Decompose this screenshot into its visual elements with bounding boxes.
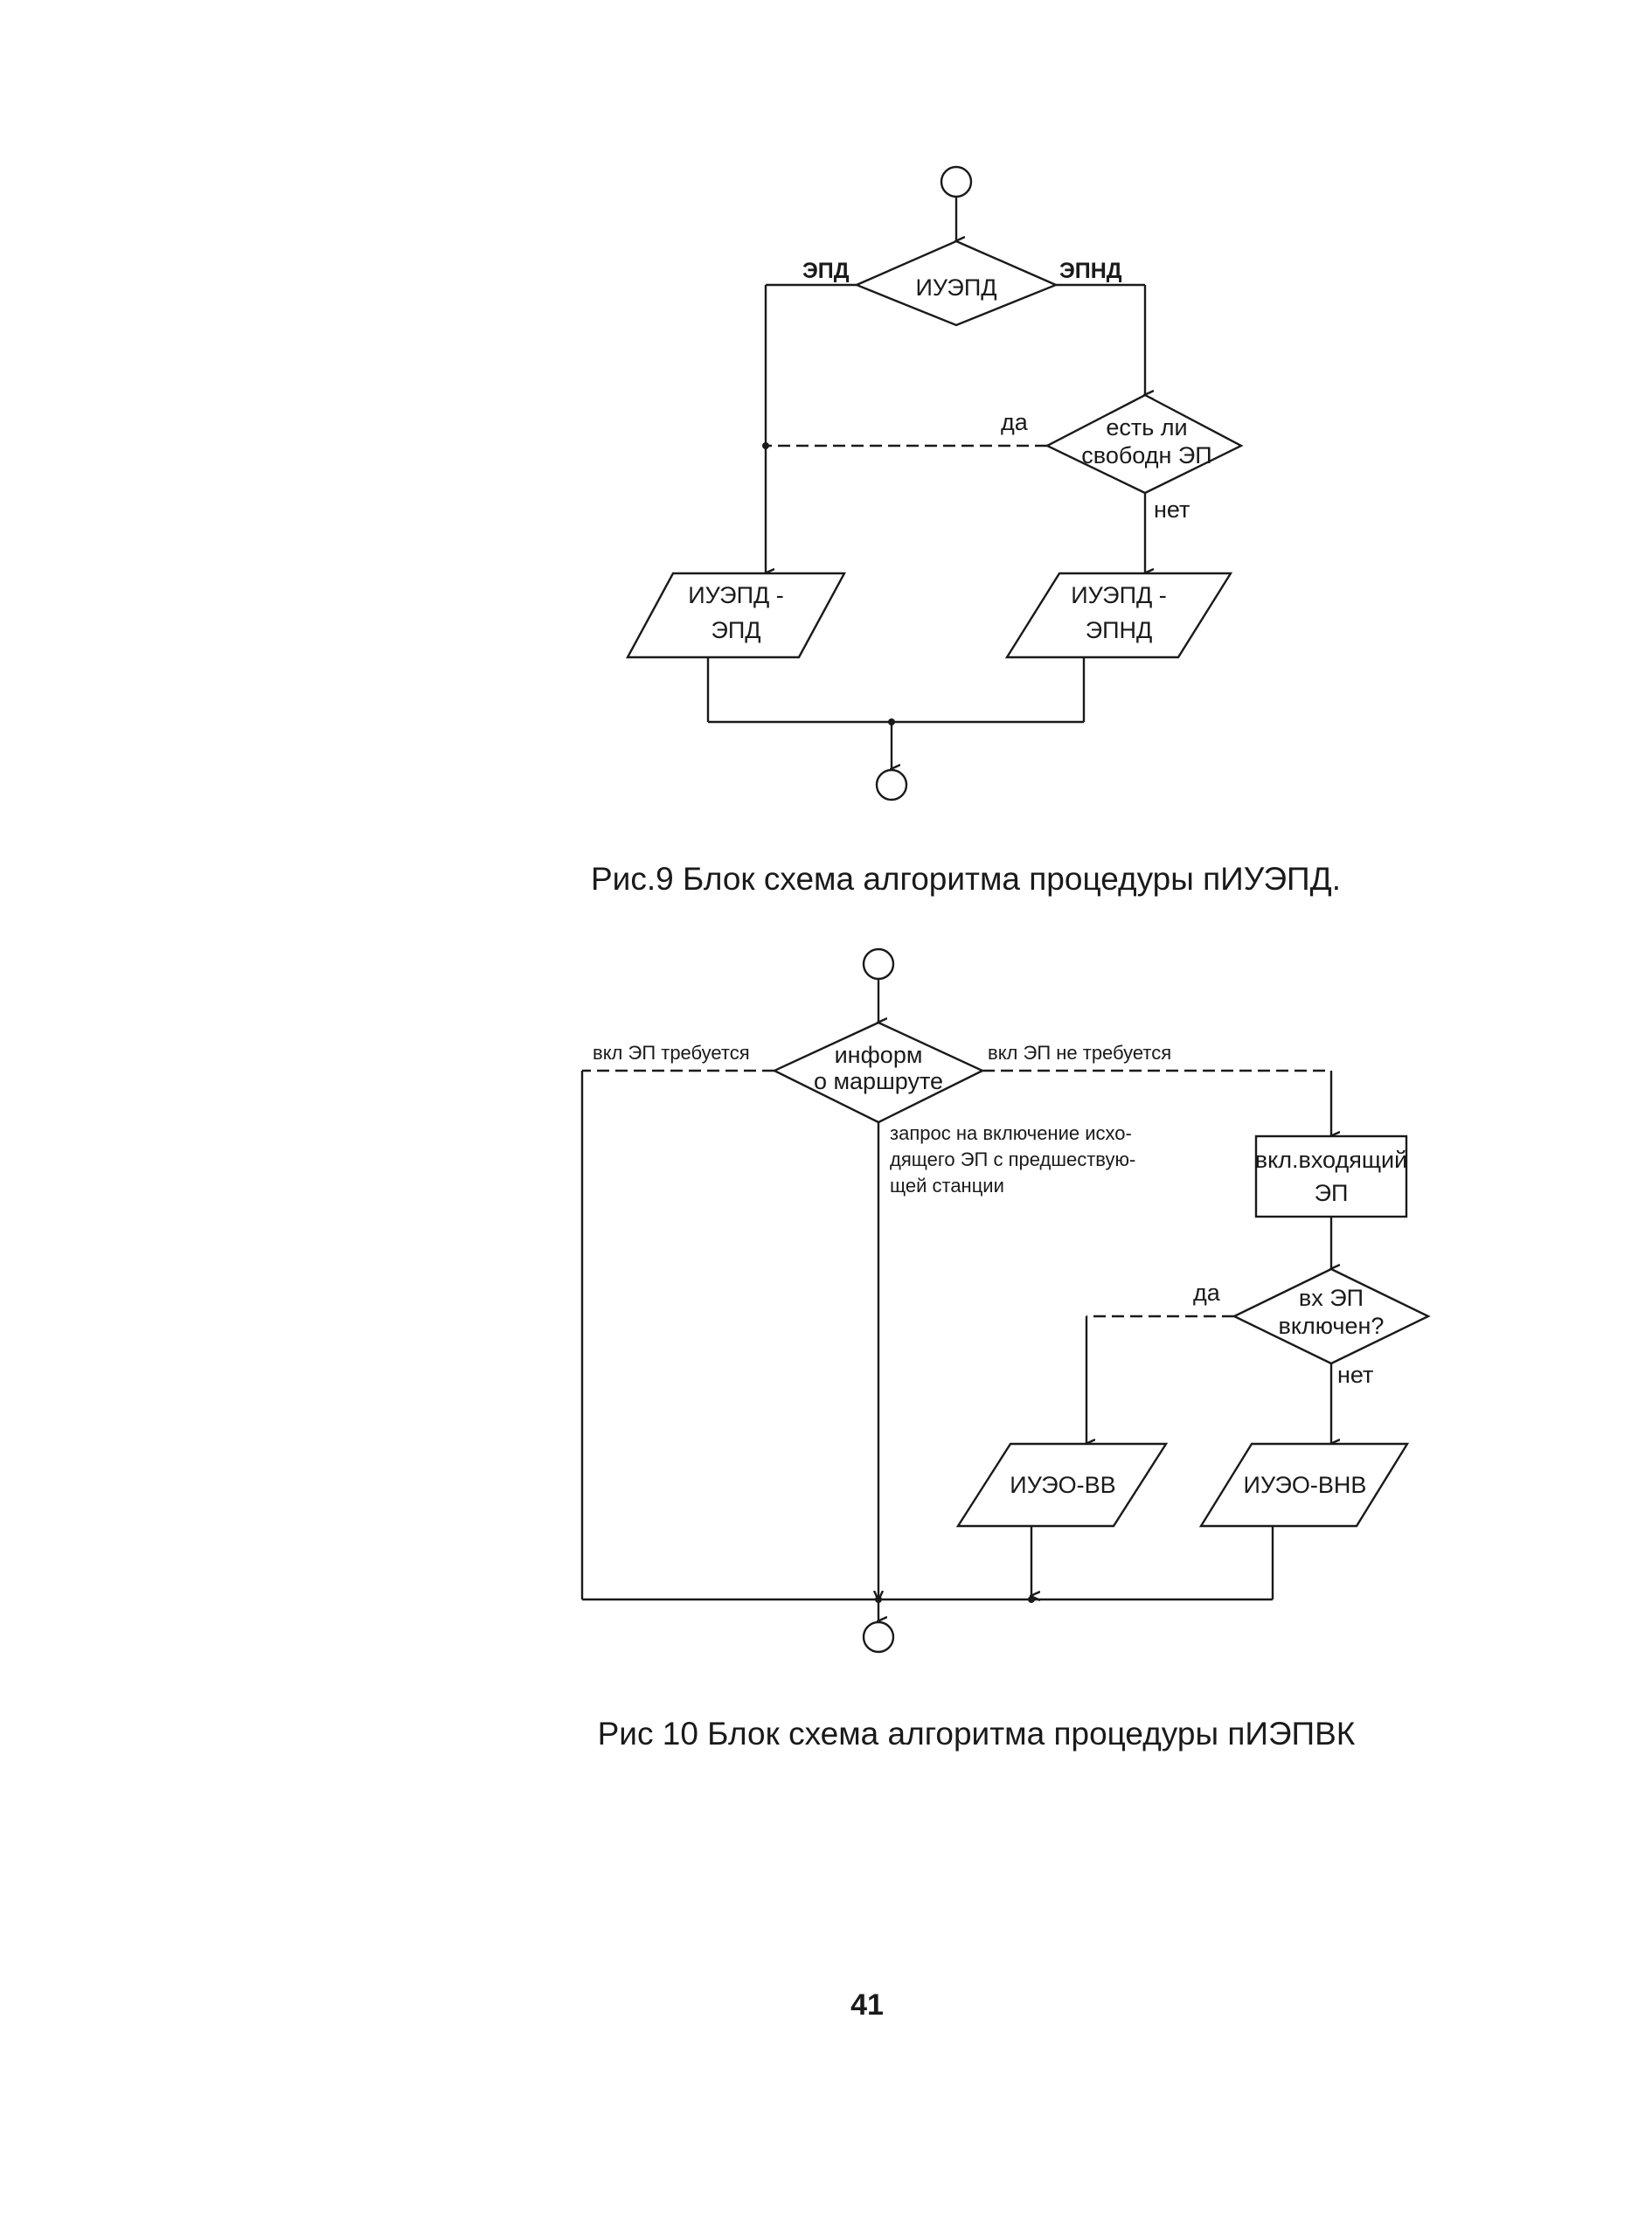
- decision-incoming-ep-enabled-label-2: включен?: [1279, 1313, 1385, 1339]
- yes-label: да: [1001, 409, 1029, 435]
- end-connector: [862, 1620, 895, 1654]
- io-iueo-vnv-label: ИУЭО-ВНВ: [1244, 1472, 1367, 1498]
- io-iuepd-epd: [625, 572, 847, 659]
- decision-incoming-ep-enabled-label-1: вх ЭП: [1299, 1285, 1364, 1311]
- branch-label-epd: ЭПД: [802, 259, 850, 283]
- no-label: нет: [1337, 1362, 1373, 1388]
- branch-label-ep-not-required: вкл ЭП не требуется: [988, 1042, 1171, 1064]
- figure-9: ИУЭПД ЭПД ЭПНД есть ли свободн ЭП да нет…: [591, 165, 1341, 897]
- junction-dot: [1028, 1596, 1035, 1603]
- process-enable-incoming-ep-label-2: ЭП: [1315, 1180, 1349, 1206]
- process-enable-incoming-ep: [1254, 1134, 1408, 1218]
- request-note-line-1: запрос на включение исхо-: [890, 1122, 1132, 1144]
- yes-label: да: [1193, 1280, 1221, 1306]
- branch-label-ep-required: вкл ЭП требуется: [593, 1042, 750, 1064]
- start-connector: [862, 947, 895, 981]
- decision-free-ep-label-2: свободн ЭП: [1081, 442, 1211, 468]
- figure-10: информ о маршруте вкл ЭП требуется вкл Э…: [580, 947, 1431, 1752]
- io-iuepd-epd-label-2: ЭПД: [711, 617, 760, 643]
- decision-iuepd-label: ИУЭПД: [915, 274, 996, 301]
- start-connector: [940, 165, 973, 198]
- decision-free-ep-label-1: есть ли: [1106, 414, 1187, 441]
- branch-label-epnd: ЭПНД: [1059, 259, 1122, 283]
- io-iueo-vv-label: ИУЭО-ВВ: [1010, 1472, 1115, 1498]
- page-number: 41: [850, 1988, 884, 2022]
- junction-dot: [762, 442, 769, 449]
- io-iuepd-epnd-label-2: ЭПНД: [1086, 617, 1153, 643]
- io-iuepd-epnd: [1004, 572, 1233, 659]
- request-note-line-3: щей станции: [890, 1175, 1004, 1197]
- figure-10-caption: Рис 10 Блок схема алгоритма процедуры пИ…: [598, 1716, 1356, 1752]
- decision-route-info-label-1: информ: [835, 1042, 923, 1068]
- io-iuepd-epd-label-1: ИУЭПД -: [688, 582, 784, 608]
- decision-iuepd: [853, 239, 1059, 327]
- request-note-line-2: дящего ЭП с предшествую-: [890, 1148, 1135, 1170]
- figure-9-caption: Рис.9 Блок схема алгоритма процедуры пИУ…: [591, 861, 1341, 897]
- io-iueo-vv: [955, 1442, 1169, 1528]
- io-iuepd-epnd-label-1: ИУЭПД -: [1071, 582, 1167, 608]
- io-iueo-vnv: [1198, 1442, 1410, 1528]
- process-enable-incoming-ep-label-1: вкл.входящий: [1255, 1147, 1407, 1173]
- no-label: нет: [1154, 496, 1190, 523]
- decision-route-info-label-2: о маршруте: [814, 1068, 943, 1094]
- end-connector: [875, 768, 908, 801]
